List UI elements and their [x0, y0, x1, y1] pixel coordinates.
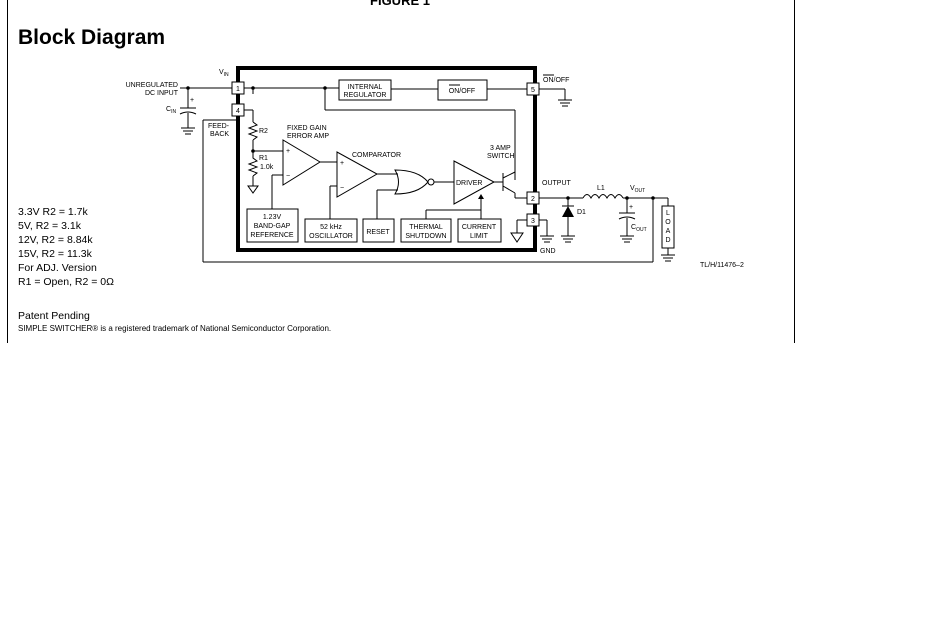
r2-label: R2 [259, 128, 268, 135]
reset-block: RESET [362, 218, 395, 243]
svg-text:RESET: RESET [366, 229, 390, 236]
comparator: + − [336, 151, 379, 198]
r1-value: 1.0k [260, 164, 274, 171]
svg-text:DRIVER: DRIVER [456, 180, 482, 187]
feedback-label-2: BACK [210, 131, 229, 138]
nor-gate [394, 169, 435, 195]
resistor-notes: 3.3V R2 = 1.7k 5V, R2 = 3.1k 12V, R2 = 8… [18, 205, 114, 289]
driver: DRIVER [453, 160, 496, 205]
svg-text:OSCILLATOR: OSCILLATOR [309, 233, 353, 240]
error-amp: + − [282, 139, 321, 186]
pin-4: 4 [231, 103, 245, 117]
vout-label: VOUT [630, 185, 645, 194]
frame-left-rule [7, 0, 8, 343]
on-off-pin-label: ON/OFF [543, 77, 569, 84]
cout-label: COUT [631, 224, 647, 233]
switch-label-2: SWITCH [487, 153, 515, 160]
svg-text:1.23V: 1.23V [263, 214, 282, 221]
svg-text:+: + [340, 160, 344, 167]
feedback-label-1: FEED- [208, 123, 230, 130]
note-line: 5V, R2 = 3.1k [18, 220, 81, 232]
note-line: R1 = Open, R2 = 0Ω [18, 276, 114, 288]
note-line: 3.3V R2 = 1.7k [18, 206, 88, 218]
bandgap-reference-block: 1.23V BAND-GAP REFERENCE [246, 208, 299, 243]
unregulated-label-1: UNREGULATED [126, 82, 178, 89]
switch-label-1: 3 AMP [490, 145, 511, 152]
svg-text:2: 2 [531, 196, 535, 203]
cout-plus: + [629, 204, 633, 211]
svg-text:D: D [665, 237, 670, 244]
figure-label: FIGURE 1 [370, 0, 430, 8]
svg-text:−: − [340, 185, 344, 192]
svg-text:L: L [666, 210, 670, 217]
l1-label: L1 [597, 185, 605, 192]
note-line: For ADJ. Version [18, 262, 97, 274]
pin-1: 1 [231, 81, 245, 95]
svg-text:52 kHz: 52 kHz [320, 224, 342, 231]
svg-text:REFERENCE: REFERENCE [250, 232, 294, 239]
ic-outline [236, 66, 537, 252]
load-resistor: L O A D [661, 205, 675, 249]
pin-3: 3 [526, 213, 540, 227]
svg-text:SHUTDOWN: SHUTDOWN [405, 233, 446, 240]
svg-text:3: 3 [531, 218, 535, 225]
patent-note: Patent Pending [18, 310, 90, 322]
trademark-note: SIMPLE SWITCHER® is a registered tradema… [18, 324, 332, 333]
d1-label: D1 [577, 209, 586, 216]
note-line: 12V, R2 = 8.84k [18, 234, 93, 246]
error-amp-label-1: FIXED GAIN [287, 125, 327, 132]
oscillator-block: 52 kHz OSCILLATOR [304, 218, 358, 243]
error-amp-label-2: ERROR AMP [287, 133, 329, 140]
svg-text:A: A [666, 228, 671, 235]
svg-text:1: 1 [236, 86, 240, 93]
output-label: OUTPUT [542, 180, 572, 187]
unregulated-label-2: DC INPUT [145, 90, 179, 97]
current-limit-block: CURRENT LIMIT [457, 218, 502, 243]
reference-code: TL/H/11476–2 [700, 262, 744, 269]
svg-text:BAND-GAP: BAND-GAP [254, 223, 291, 230]
svg-text:+: + [286, 148, 290, 155]
on-off-block: ON/OFF [437, 79, 488, 101]
svg-text:O: O [665, 219, 671, 226]
svg-text:CURRENT: CURRENT [462, 224, 497, 231]
thermal-shutdown-block: THERMAL SHUTDOWN [400, 218, 452, 243]
r1-label: R1 [259, 155, 268, 162]
pin-2: 2 [526, 191, 540, 205]
frame-right-rule [794, 0, 795, 343]
note-line: 15V, R2 = 11.3k [18, 248, 92, 260]
section-title: Block Diagram [18, 26, 166, 49]
pin-5: 5 [526, 82, 540, 96]
gnd-label: GND [540, 248, 556, 255]
svg-text:LIMIT: LIMIT [470, 233, 489, 240]
svg-text:REGULATOR: REGULATOR [344, 92, 387, 99]
svg-text:THERMAL: THERMAL [409, 224, 443, 231]
svg-text:INTERNAL: INTERNAL [348, 84, 383, 91]
svg-text:5: 5 [531, 87, 535, 94]
svg-text:4: 4 [236, 108, 240, 115]
svg-text:ON/OFF: ON/OFF [449, 88, 475, 95]
cin-label: CIN [166, 106, 176, 115]
svg-text:−: − [286, 173, 290, 180]
cin-plus: + [190, 97, 194, 104]
comparator-label: COMPARATOR [352, 152, 401, 159]
internal-regulator-block: INTERNAL REGULATOR [338, 79, 392, 101]
vin-label: VIN [219, 69, 229, 78]
